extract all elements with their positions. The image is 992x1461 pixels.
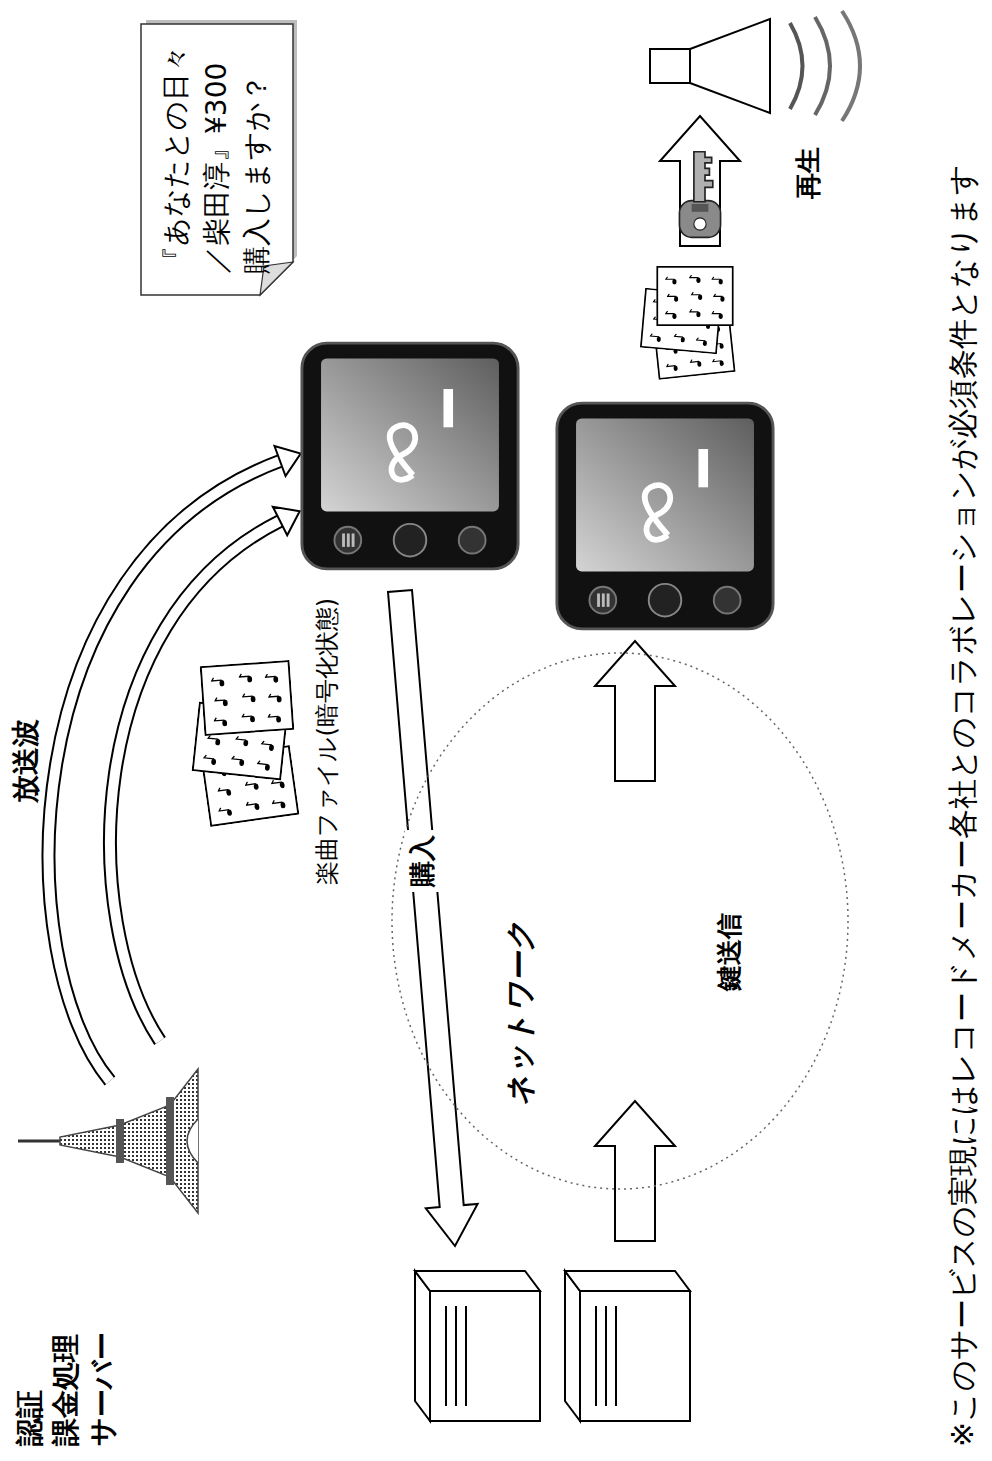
unlock-arrow (660, 116, 740, 246)
server-symbol (455, 1306, 457, 1406)
wave-label: 放送波 (8, 719, 43, 803)
playback-files (657, 267, 732, 325)
speaker-symbol (790, 23, 803, 109)
tv-tower (18, 1069, 198, 1213)
broadcast-wave (275, 446, 301, 476)
server-symbol (415, 1271, 430, 1421)
network-outline (390, 651, 850, 1191)
key-send-arrow (595, 641, 675, 781)
purchase-label: 購入 (405, 830, 440, 892)
key-send-arrow (595, 641, 675, 1241)
network-ellipse: ネットワーク 鍵送信 (390, 651, 850, 1191)
server-symbol (615, 1306, 617, 1406)
server-symbol (465, 1306, 467, 1406)
unlock-arrow (660, 116, 740, 246)
note-outline (141, 24, 293, 295)
tv-tower (18, 1140, 60, 1143)
phone (302, 343, 518, 569)
unlock-arrow (679, 152, 720, 238)
network-outline (392, 653, 848, 1189)
speaker-symbol (842, 11, 860, 121)
phone (302, 343, 773, 629)
speaker-symbol (650, 11, 860, 121)
server-symbol (580, 1291, 690, 1421)
tv-tower (166, 1097, 174, 1185)
purchase-arrow (388, 590, 478, 1246)
note-text: 『あなたとの日々 ／柴田淳』¥300 購入しますか？ (156, 45, 278, 274)
speaker-symbol (815, 17, 830, 115)
server-symbol (595, 1306, 597, 1406)
music-files (193, 661, 299, 826)
server-symbol (565, 1271, 580, 1421)
key-send-arrow (595, 1101, 675, 1241)
key-send-label: 鍵送信 (712, 913, 747, 991)
play-label: 再生 (792, 147, 825, 199)
broadcast-wave (273, 507, 300, 536)
tv-tower (187, 1119, 198, 1163)
speech-note: 『あなたとの日々 ／柴田淳』¥300 購入しますか？ (140, 23, 294, 296)
phone (557, 403, 773, 629)
server-symbol (565, 1271, 690, 1291)
speaker-symbol (650, 49, 690, 83)
footnote: ※このサービスの実現にはレコードメーカー各社とのコラボレーションが必須条件となり… (944, 164, 982, 1447)
tv-tower (60, 1069, 198, 1213)
tv-tower (116, 1119, 124, 1163)
server-symbol (415, 1271, 540, 1291)
server-symbol (605, 1306, 607, 1406)
music-files (201, 661, 294, 735)
broadcast-wave (49, 446, 301, 1081)
server-symbol (445, 1306, 447, 1406)
purchase-arrow (388, 590, 478, 1246)
speaker-symbol (690, 19, 770, 113)
playback-files (641, 267, 735, 379)
file-label: 楽曲ファイル(暗号化状態) (312, 598, 342, 885)
server-label: 認証 課金処理 サーバー (12, 1332, 121, 1446)
network-title: ネットワーク (500, 921, 541, 1106)
server-symbol (415, 1271, 690, 1421)
server-symbol (430, 1291, 540, 1421)
